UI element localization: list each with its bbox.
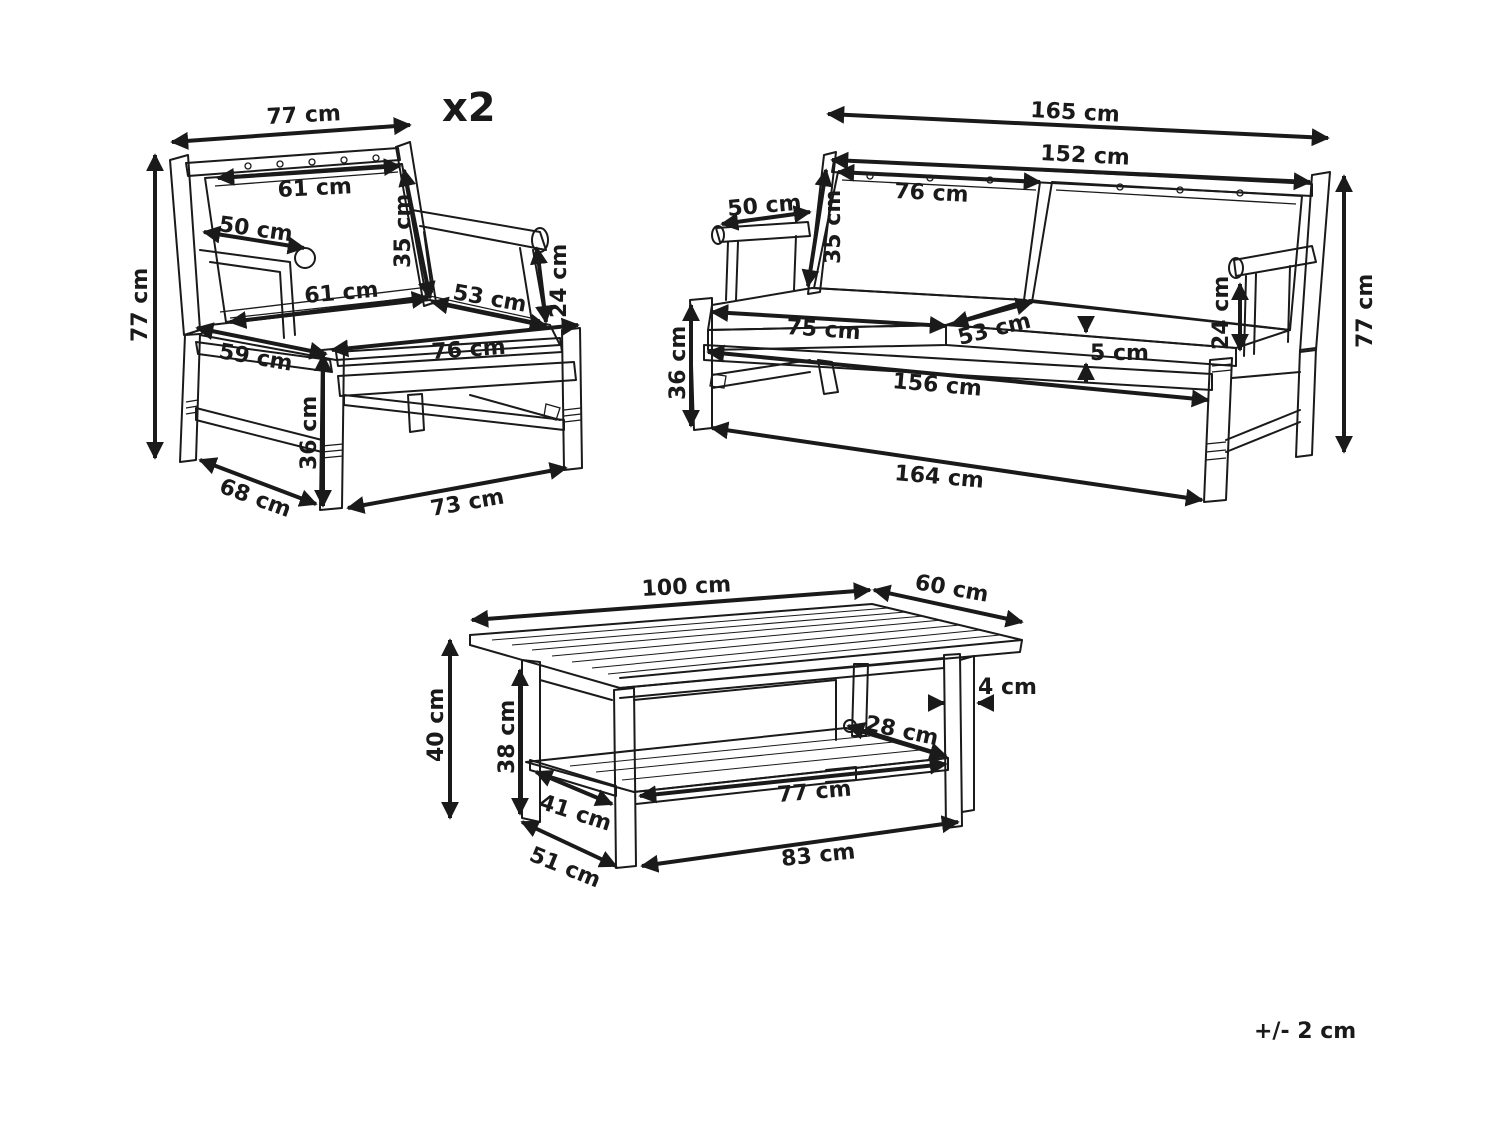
sofa-seat-cushion-width-label: 75 cm: [786, 315, 862, 345]
sofa-right-arm: [1233, 245, 1317, 277]
table-leg-back-left: [521, 659, 541, 823]
sofa-back-cushion-width-label: 76 cm: [894, 179, 969, 208]
armchair-total-height-label: 77 cm: [128, 268, 153, 342]
armchair-seat-frame-width-label: 76 cm: [431, 335, 507, 365]
table-drawing: [469, 603, 1023, 869]
armchair-arm-height-label: 24 cm: [547, 244, 572, 318]
table-leg-thickness-label: 4 cm: [978, 675, 1037, 700]
armchair-leg-front-right: [561, 327, 583, 471]
armchair-width-top-arrow: [170, 117, 412, 150]
armchair-width-top-label: 77 cm: [266, 101, 341, 130]
table-base-depth-label: 51 cm: [526, 842, 604, 893]
sofa-arm-depth-label: 50 cm: [726, 191, 802, 222]
sofa-arm-height-label: 24 cm: [1209, 276, 1234, 350]
sofa-leg-front-right: [1203, 357, 1233, 503]
table-frame-depth-label: 41 cm: [536, 790, 614, 837]
armchair-back-height-label: 35 cm: [391, 194, 416, 268]
armchair-right-arm: [411, 209, 547, 251]
sofa-leg-back-right: [1295, 347, 1317, 458]
sofa-labels: 165 cm 152 cm 76 cm 50 cm 35 cm 75 cm 53…: [666, 98, 1378, 494]
sofa-dimensions: [682, 105, 1353, 507]
table-height-label: 40 cm: [424, 688, 449, 762]
armchair-labels: x2 77 cm 61 cm 35 cm 50 cm 24 cm 61 cm 5…: [128, 85, 572, 523]
armchair-seat-height-label: 36 cm: [297, 396, 322, 470]
tolerance-note: +/- 2 cm: [1254, 1019, 1356, 1044]
sofa-seat-height-label: 36 cm: [666, 326, 691, 400]
sofa-back-height-label: 35 cm: [821, 190, 846, 264]
sofa-back-inner-width-label: 152 cm: [1040, 141, 1131, 171]
table-leg-front-right: [943, 653, 963, 829]
sofa-width-top-label: 165 cm: [1030, 98, 1121, 128]
armchair-back-post-left: [169, 154, 201, 336]
armchair-arm-depth-label: 50 cm: [217, 212, 294, 247]
sofa-leg-front-left: [689, 297, 713, 431]
armchair-leg-back-left: [179, 333, 201, 463]
table-shelf-width-label: 77 cm: [776, 777, 852, 808]
table-leg-front-left: [613, 687, 637, 869]
armchair-multiplier: x2: [442, 85, 496, 131]
sofa-total-height-label: 77 cm: [1353, 274, 1378, 348]
sofa-seat-depth-label: 53 cm: [955, 309, 1033, 351]
armchair-drawing: [169, 141, 583, 511]
table-shelf-height-label: 38 cm: [495, 700, 520, 774]
sofa-cushion-thickness-label: 5 cm: [1090, 341, 1149, 366]
table-width-label: 100 cm: [641, 572, 732, 602]
table-top-slats: [491, 607, 1001, 675]
sofa-seat-frame-width-label: 156 cm: [891, 369, 982, 402]
armchair-dimensions: [146, 117, 580, 514]
table-dimensions: [441, 582, 1024, 873]
armchair-back-inner-width-label: 61 cm: [277, 174, 352, 203]
